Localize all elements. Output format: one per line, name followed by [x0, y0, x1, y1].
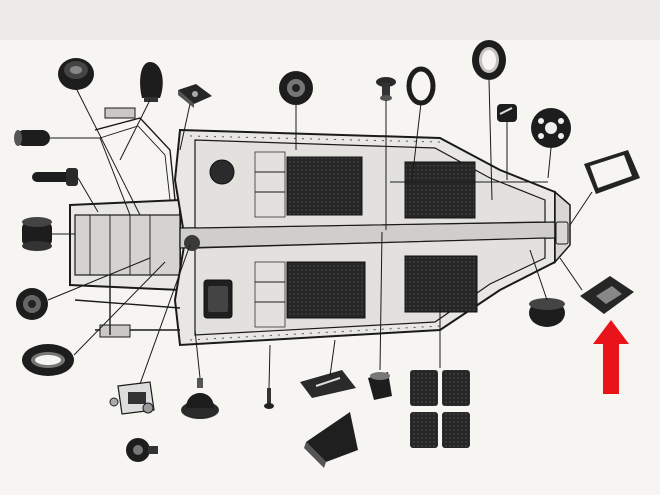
- chassis-frame: [69, 107, 571, 347]
- floor-panel-front-left: [286, 156, 363, 216]
- rectangular-gasket: [584, 150, 640, 194]
- sheet-bracket: [300, 370, 356, 398]
- hex-bolt: [126, 438, 158, 462]
- coupling-disc: [531, 108, 571, 148]
- domed-mount: [181, 378, 219, 419]
- bracket-block: [109, 381, 155, 415]
- ring-seal-top: [406, 66, 436, 106]
- floor-panel-front-right: [286, 261, 366, 319]
- top-shadow: [0, 0, 660, 40]
- mushroom-plug: [376, 77, 396, 101]
- clip-small: [497, 104, 517, 122]
- large-ring-top-right: [472, 40, 506, 80]
- grommet-left-middle: [16, 288, 48, 320]
- leader-lines: [47, 79, 593, 389]
- square-pad: [178, 84, 212, 108]
- grommet-large-top-left: [58, 58, 94, 90]
- bushing-left: [14, 130, 50, 146]
- floor-mat-set: [410, 370, 470, 448]
- bump-stop: [140, 62, 163, 102]
- screw: [264, 388, 274, 409]
- round-grommet-top: [279, 71, 313, 105]
- plug-left: [32, 168, 78, 186]
- red-up-arrow-icon: [593, 320, 629, 394]
- latch-plate: [580, 276, 634, 314]
- curved-clip: [368, 372, 392, 400]
- floor-panel-rear-left: [404, 161, 476, 219]
- floor-panel-rear-right: [404, 255, 478, 313]
- round-cap-right: [529, 298, 565, 327]
- oval-seal-left: [22, 344, 74, 376]
- wedge-pad: [304, 412, 358, 468]
- mount-left: [22, 217, 52, 251]
